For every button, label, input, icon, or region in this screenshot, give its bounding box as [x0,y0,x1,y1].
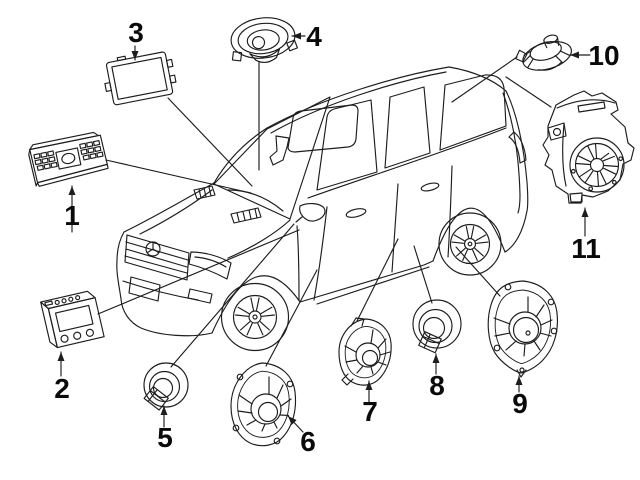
rearview-mirror [269,135,290,166]
vehicle-body-outline [116,66,529,337]
taillight [508,131,527,164]
callout-label-10: 10 [588,40,620,71]
part-front-door-speaker [230,362,297,447]
part-display-screen [104,51,177,106]
part-subwoofer-assembly [542,90,635,204]
callout-label-6: 6 [300,426,316,457]
part-center-dash-speaker [230,17,299,63]
callout-arrow-6 [287,415,304,433]
leader-lines [97,56,552,368]
sunroof [287,104,359,153]
license-plate [128,276,161,302]
callout-label-4: 4 [306,21,322,52]
leader-8 [413,245,433,304]
fog-light [187,288,213,304]
leader-3 [167,97,253,187]
leader-6 [265,269,318,367]
callout-label-8: 8 [429,370,445,401]
radio-buttons [33,139,104,171]
leader-7 [356,238,399,322]
door-details [295,165,453,301]
speaker-spokes [575,143,619,187]
side-windows [316,74,507,191]
callout-label-9: 9 [512,388,528,419]
rear-wheel [438,212,502,276]
leader-10 [451,56,518,103]
leader-9 [455,246,501,297]
rear-door-window [384,86,431,169]
headlight [188,251,232,280]
leader-2 [97,229,300,315]
part-rear-tweeter [412,299,462,354]
grille [124,234,190,281]
front-door-window [316,99,378,191]
front-wheel [220,282,290,352]
hood-vents [193,185,262,224]
leader-5 [170,223,295,368]
part-quarter-panel-speaker [487,280,558,378]
callout-label-2: 2 [54,373,70,404]
speaker-ribs [237,376,292,432]
rear-door-handle [420,182,440,192]
part-radio-head-unit [28,131,109,187]
speaker-ribs [493,296,553,357]
speaker-ribs [344,329,391,375]
part-control-module [40,290,105,349]
front-fascia [122,234,232,304]
leader-11 [505,76,552,108]
side-mirror [299,202,326,222]
callout-arrows [57,32,591,433]
quarter-window [439,74,507,151]
leader-1 [105,159,252,194]
speaker-ribs [522,45,571,69]
callout-label-5: 5 [157,422,173,453]
callout-label-7: 7 [362,396,378,427]
callout-label-3: 3 [128,17,144,48]
part-roof-tweeter [515,34,572,71]
part-dash-tweeter [143,362,189,411]
windshield [213,96,331,220]
vehicle-illustration [116,66,529,352]
front-door-handle [345,208,367,218]
part-rear-door-speaker [338,317,392,386]
callout-label-11: 11 [571,233,601,264]
callout-label-1: 1 [64,200,80,231]
